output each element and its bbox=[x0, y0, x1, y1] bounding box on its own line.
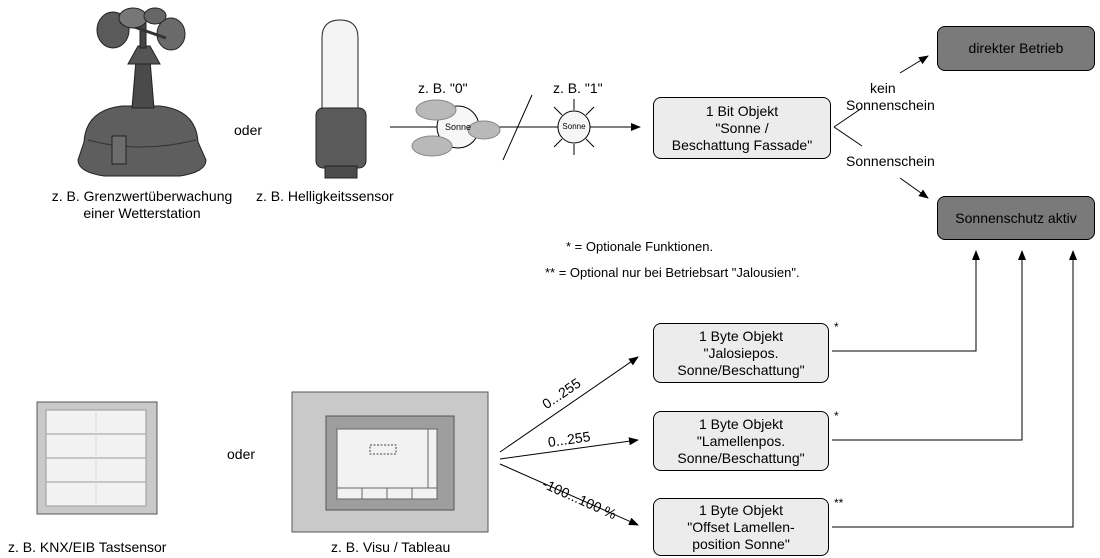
slat-position-object-line2: "Lamellenpos. bbox=[696, 432, 786, 449]
blind-position-object-line2: "Jalosiepos. bbox=[703, 344, 779, 361]
brightness-sensor-icon bbox=[315, 19, 367, 179]
pushbutton-caption: z. B. KNX/EIB Tastsensor bbox=[8, 539, 167, 555]
blind-position-object-line3: Sonne/Beschattung" bbox=[677, 361, 805, 378]
weather-station-icon bbox=[77, 7, 207, 177]
weather-station-caption-line1: z. B. Grenzwertüberwachung bbox=[51, 188, 233, 204]
value-0-label: z. B. "0" bbox=[418, 80, 468, 96]
offset-object-line2: "Offset Lamellen- bbox=[687, 518, 795, 535]
visu-caption: z. B. Visu / Tableau bbox=[331, 539, 451, 555]
weather-station-caption-line2: einer Wetterstation bbox=[83, 205, 201, 221]
blind-position-object-line1: 1 Byte Objekt bbox=[698, 327, 784, 344]
no-sunshine-line2: Sonnenschein bbox=[846, 97, 935, 113]
sunshine-icon bbox=[546, 99, 602, 155]
offset-object-line1: 1 Byte Objekt bbox=[698, 501, 784, 518]
pushbutton-icon bbox=[36, 401, 158, 515]
slat-position-object-line3: Sonne/Beschattung" bbox=[677, 449, 805, 466]
or-label-bottom: oder bbox=[227, 446, 256, 462]
sun-object-line2: "Sonne / bbox=[715, 119, 769, 136]
cloudy-sun-icon bbox=[411, 99, 501, 157]
sun-protection-active-box: Sonnenschutz aktiv bbox=[937, 196, 1095, 240]
sunshine-label: Sonne bbox=[562, 122, 586, 131]
slat-position-object-line1: 1 Byte Objekt bbox=[698, 415, 784, 432]
optional-marker-slat: * bbox=[834, 409, 839, 423]
visu-tableau-icon bbox=[291, 391, 489, 533]
offset-object-box: 1 Byte Objekt "Offset Lamellen- position… bbox=[653, 498, 829, 556]
sun-object-box: 1 Bit Objekt "Sonne / Beschattung Fassad… bbox=[653, 97, 831, 159]
slat-position-object-box: 1 Byte Objekt "Lamellenpos. Sonne/Bescha… bbox=[653, 411, 829, 471]
sun-object-line3: Beschattung Fassade" bbox=[671, 136, 813, 153]
optional-marker-blind: * bbox=[834, 320, 839, 334]
sun-object-line1: 1 Bit Objekt bbox=[705, 102, 779, 119]
optional-marker-offset: ** bbox=[834, 496, 844, 510]
cloudy-sun-label: Sonne bbox=[444, 122, 472, 132]
direct-operation-label: direkter Betrieb bbox=[968, 40, 1064, 56]
blind-position-object-box: 1 Byte Objekt "Jalosiepos. Sonne/Beschat… bbox=[653, 323, 829, 383]
offset-object-line3: position Sonne" bbox=[692, 535, 790, 552]
value-1-label: z. B. "1" bbox=[553, 80, 603, 96]
note-optional: * = Optionale Funktionen. bbox=[566, 239, 714, 254]
note-optional-blinds: ** = Optional nur bei Betriebsart "Jalou… bbox=[545, 265, 800, 280]
sunshine-label-branch: Sonnenschein bbox=[846, 153, 935, 169]
brightness-sensor-caption: z. B. Helligkeitssensor bbox=[256, 188, 394, 204]
or-label-top: oder bbox=[234, 122, 263, 138]
no-sunshine-line1: kein bbox=[870, 80, 896, 96]
direct-operation-box: direkter Betrieb bbox=[937, 26, 1095, 71]
sun-protection-active-label: Sonnenschutz aktiv bbox=[955, 209, 1077, 226]
